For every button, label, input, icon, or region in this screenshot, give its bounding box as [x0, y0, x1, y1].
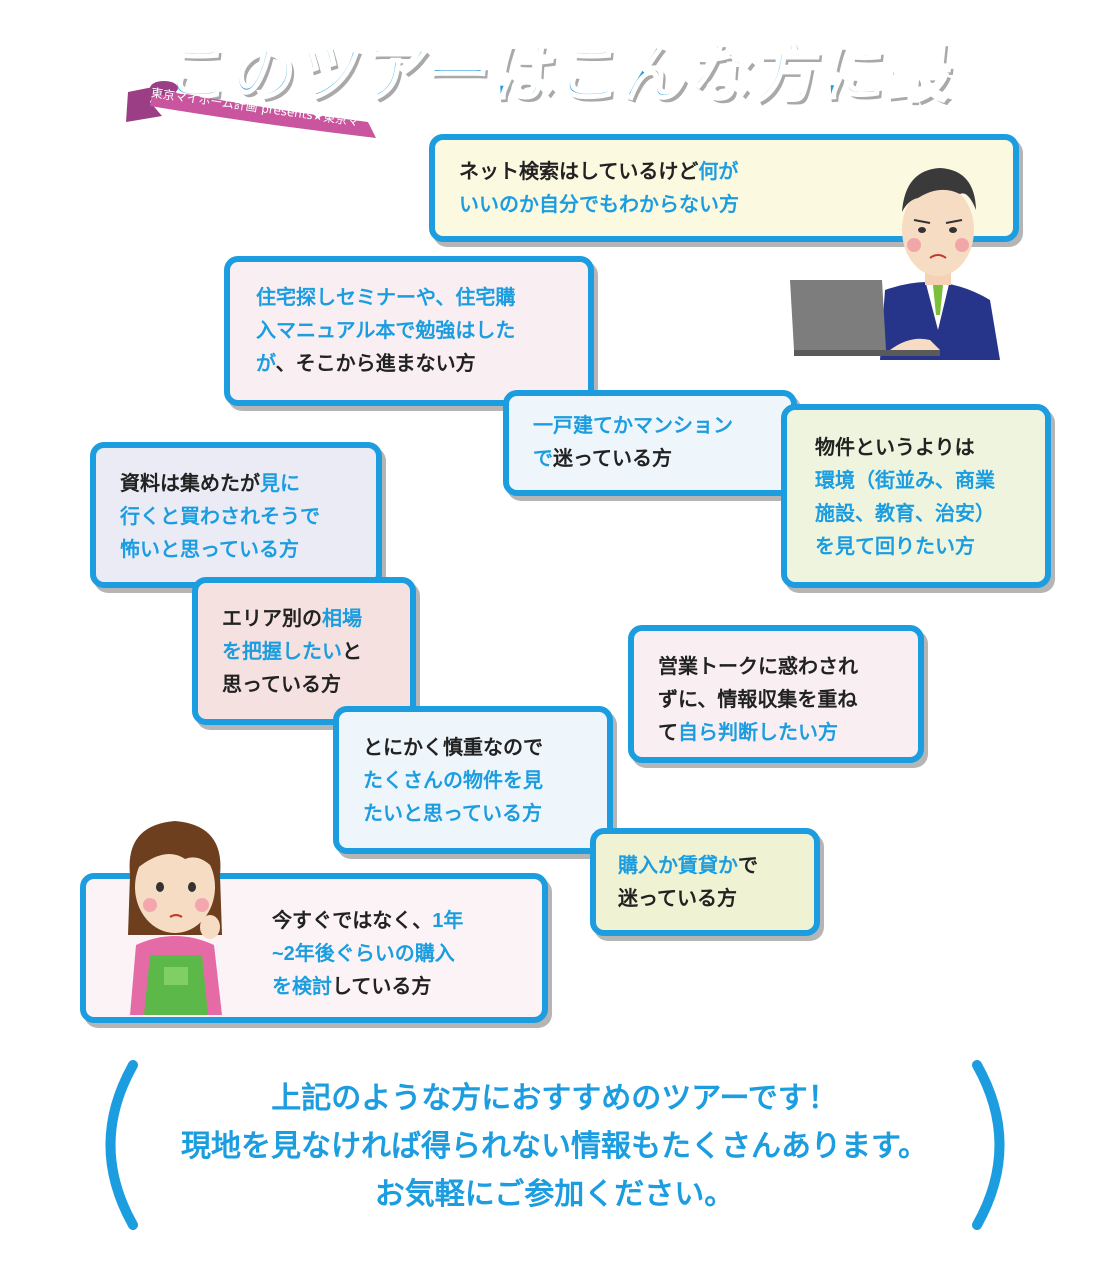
right-parenthesis	[972, 1060, 1005, 1230]
box10-line2: ~2年後ぐらいの購入	[272, 943, 455, 965]
box-environment: 物件というよりは 環境（街並み、商業 施設、教育、治安） を見て回りたい方	[781, 404, 1051, 588]
box-net-search: ネット検索はしているけど何が いいのか自分でもわからない方	[429, 134, 1019, 242]
box7-line1: 営業トークに惑わされ	[658, 656, 858, 678]
box9-line2: 迷っている方	[618, 888, 737, 910]
box1-line2: いいのか自分でもわからない方	[459, 194, 739, 216]
box-careful: とにかく慎重なので たくさんの物件を見 たいと思っている方	[333, 706, 613, 854]
box-materials: 資料は集めたが見に 行くと買わされそうで 怖いと思っている方	[90, 442, 382, 588]
box2-line1: 住宅探しセミナーや、住宅購	[256, 287, 516, 309]
box3-line2b: 迷っている方	[553, 448, 672, 470]
box3-line2a: で	[533, 448, 553, 470]
box5-line3: 怖いと思っている方	[120, 539, 299, 561]
box8-line2: たくさんの物件を見	[363, 770, 543, 792]
box2-line3b: 、そこから進まない方	[275, 353, 476, 375]
box10-line3b: している方	[332, 976, 432, 998]
box6-line3: 思っている方	[222, 674, 341, 696]
box-buy-or-rent: 購入か賃貸かで 迷っている方	[590, 828, 820, 936]
box6-line2a: を把握したい	[222, 641, 342, 663]
closing-line2: 現地を見なければ得られない情報もたくさんあります。	[181, 1130, 928, 1163]
woman-illustration	[128, 821, 222, 1015]
box-seminar: 住宅探しセミナーや、住宅購 入マニュアル本で勉強はした が、そこから進まない方	[224, 256, 594, 406]
box7-line2: ずに、情報収集を重ね	[658, 689, 858, 711]
box8-line1: とにかく慎重なので	[363, 737, 543, 759]
box6-line1b: 相場	[322, 608, 362, 630]
box4-line2: 環境（街並み、商業	[815, 470, 995, 492]
box8-line3: たいと思っている方	[363, 803, 542, 825]
box9-line1a: 購入か賃貸か	[618, 855, 738, 877]
closing-line3: お気軽にご参加ください。	[374, 1178, 735, 1211]
closing-message: 上記のような方におすすめのツアーです！ 現地を見なければ得られない情報もたくさん…	[100, 1075, 1009, 1219]
box2-line3a: が	[256, 353, 276, 375]
box10-line1a: 今すぐではなく、	[272, 910, 433, 932]
ribbon-banner	[126, 81, 376, 138]
box10-line1b: 1年	[432, 910, 464, 932]
box5-line1b: 見に	[260, 473, 300, 495]
left-parenthesis	[105, 1060, 138, 1230]
box10-line3a: を検討	[272, 976, 332, 998]
box1-line1a: ネット検索はしているけど	[459, 161, 699, 183]
businessman-illustration	[790, 168, 1000, 360]
box1-line1b: 何が	[698, 161, 739, 183]
box7-line3a: て	[658, 722, 678, 744]
box4-line1: 物件というよりは	[815, 437, 975, 459]
box6-line2b: と	[342, 641, 362, 663]
box-sales-talk: 営業トークに惑わされ ずに、情報収集を重ね て自ら判断したい方	[628, 625, 924, 763]
closing-line1: 上記のような方におすすめのツアーです！	[271, 1082, 838, 1115]
box5-line1a: 資料は集めたが	[120, 473, 260, 495]
box9-line1b: で	[738, 855, 758, 877]
box3-line1: 一戸建てかマンション	[533, 415, 733, 437]
box6-line1a: エリア別の	[222, 608, 322, 630]
box4-line4: を見て回りたい方	[815, 536, 975, 558]
box5-line2: 行くと買わされそうで	[120, 506, 320, 528]
box2-line2: 入マニュアル本で勉強はした	[256, 320, 516, 342]
box-market-price: エリア別の相場 を把握したいと 思っている方	[192, 577, 416, 725]
box7-line3b: 自ら判断したい方	[678, 722, 838, 744]
box-house-or-mansion: 一戸建てかマンション で迷っている方	[503, 390, 797, 496]
box4-line3: 施設、教育、治安）	[815, 503, 995, 525]
